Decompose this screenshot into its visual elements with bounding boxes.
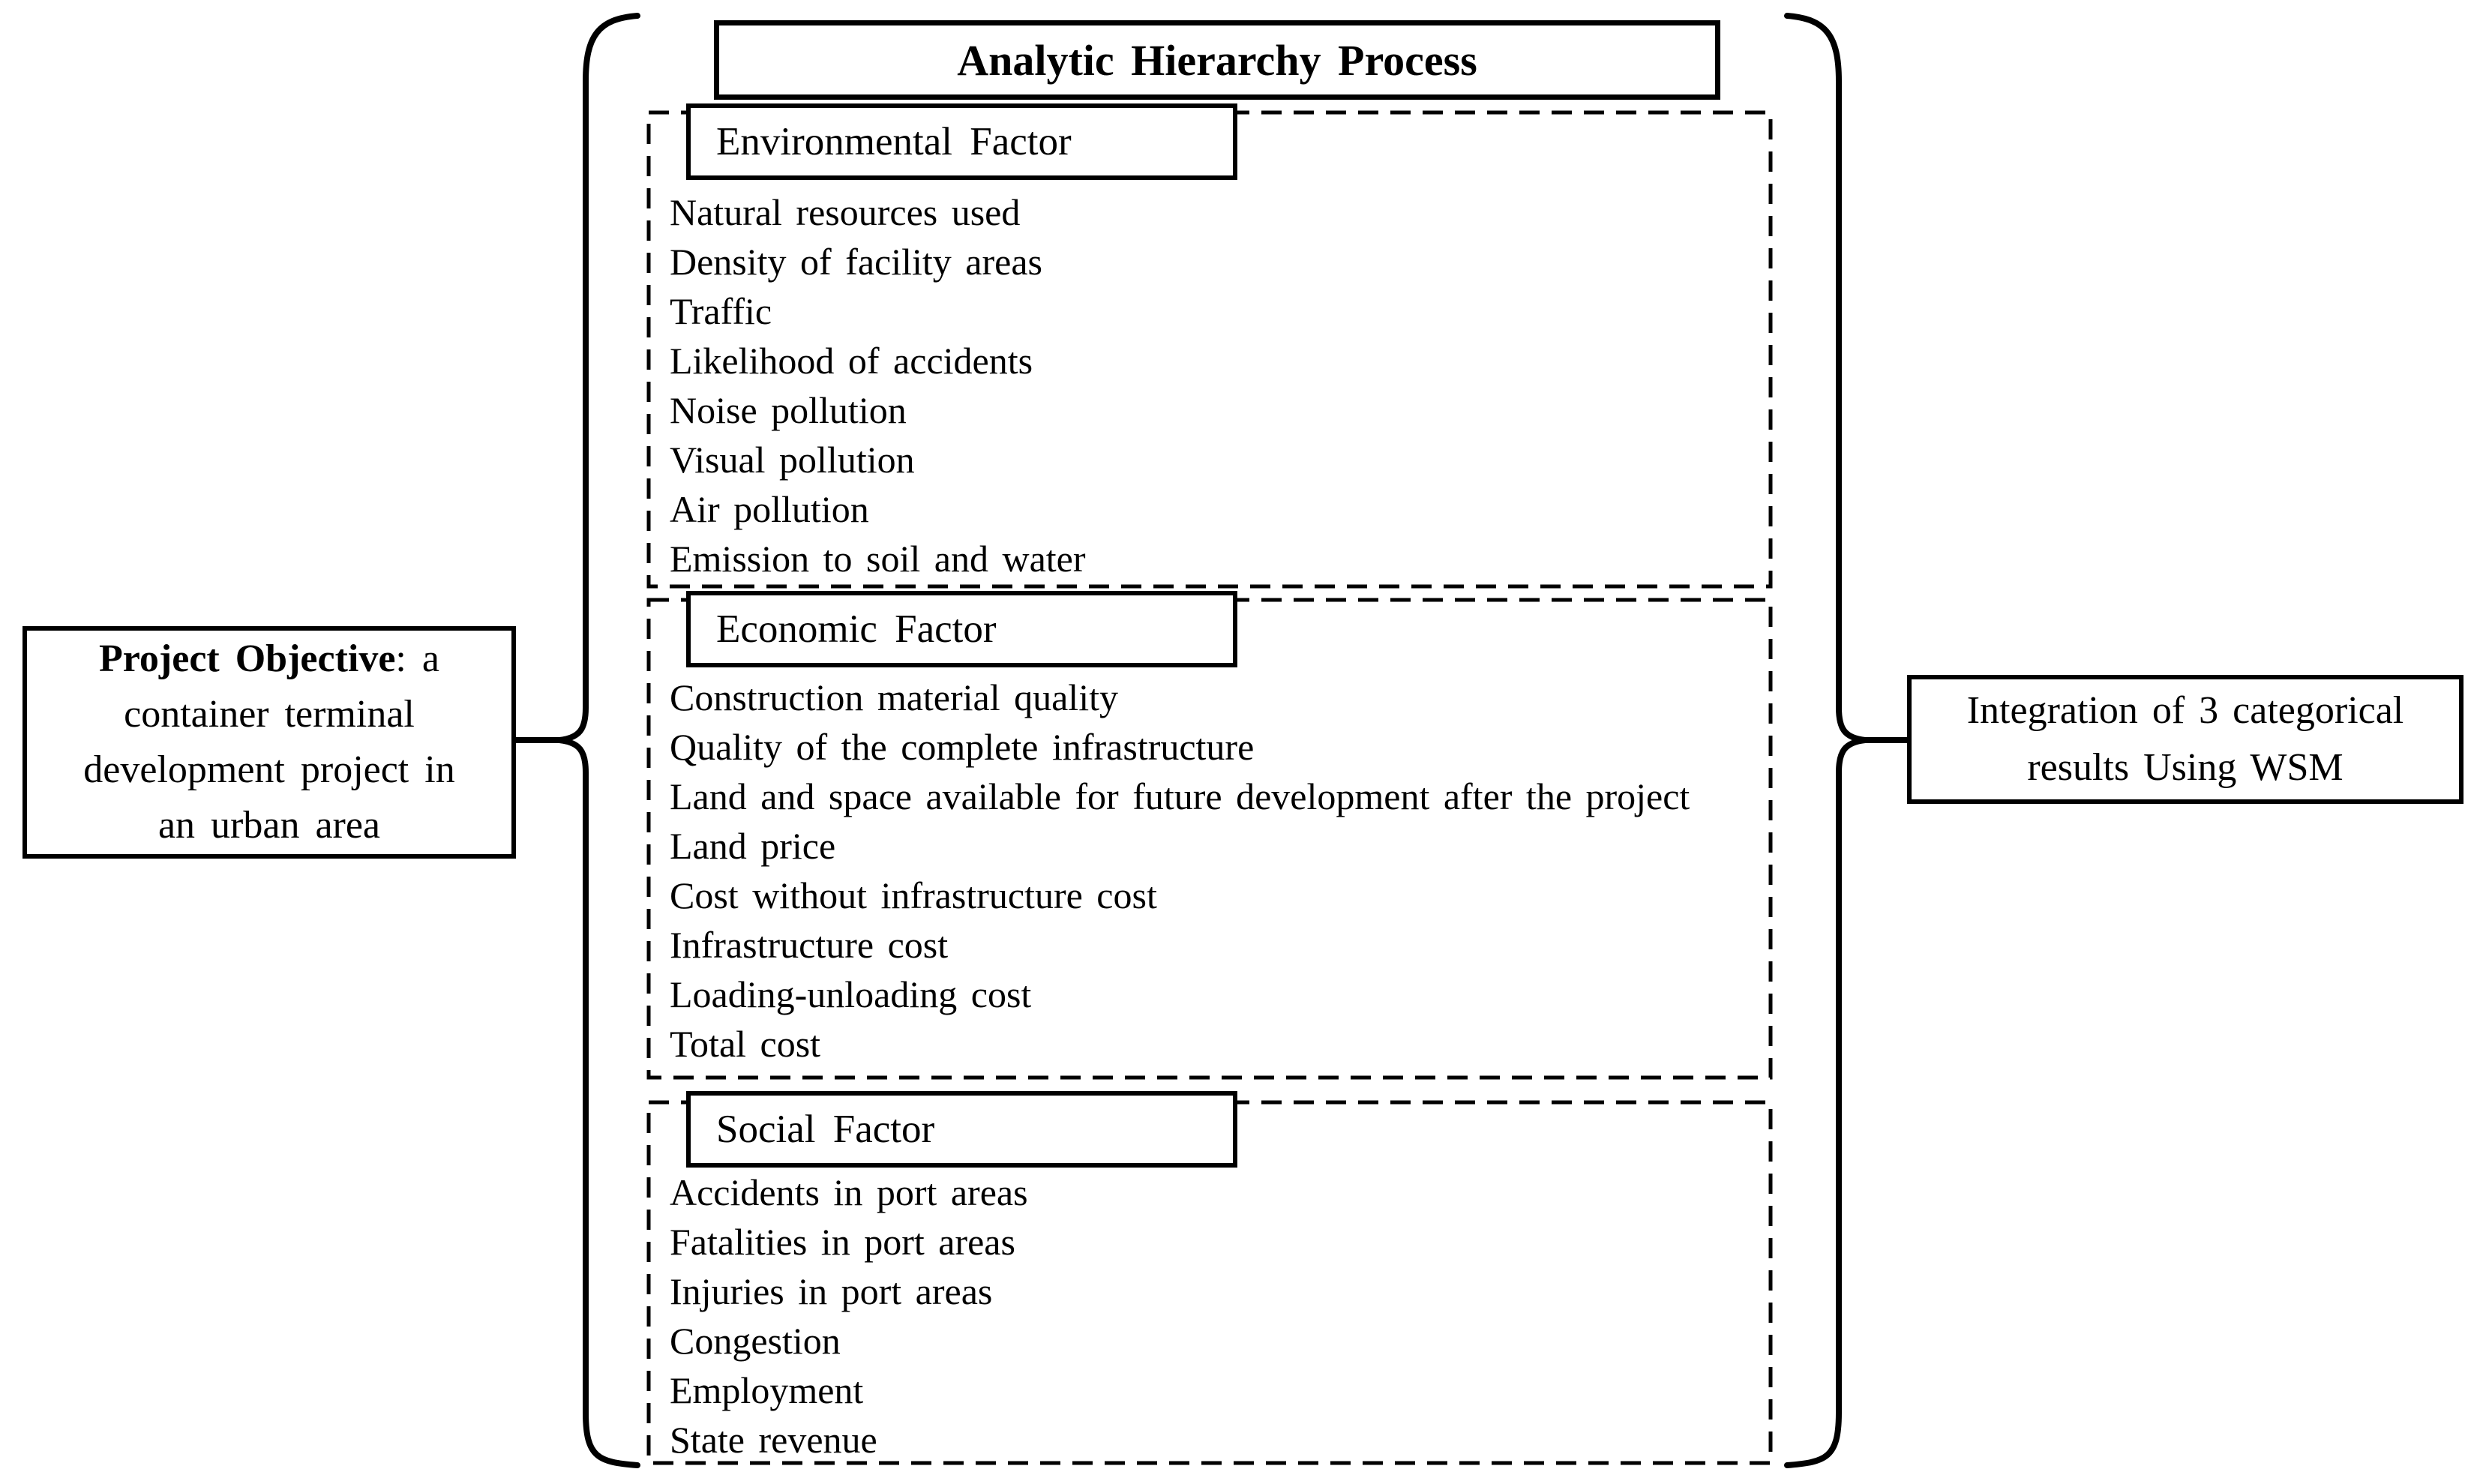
criterion-item: Visual pollution (670, 439, 915, 481)
social-factor-label: Social Factor (716, 1108, 935, 1151)
right-brace (1784, 13, 1866, 1468)
integration-line-1: Integration of 3 categorical (1966, 689, 2404, 732)
environmental-factor-label: Environmental Factor (716, 120, 1072, 163)
economic-factor-box: Economic Factor (686, 591, 1237, 667)
left-brace (559, 13, 640, 1468)
integration-line-2: results Using WSM (2027, 746, 2344, 789)
criterion-item: Natural resources used (670, 191, 1021, 233)
criterion-item: Cost without infrastructure cost (670, 874, 1157, 916)
criterion-item: Infrastructure cost (670, 924, 949, 966)
objective-line-2: container terminal (124, 693, 415, 736)
criterion-item: State revenue (670, 1419, 877, 1461)
ahp-title: Analytic Hierarchy Process (957, 35, 1477, 85)
objective-line-3: development project in (83, 748, 455, 791)
integration-box: Integration of 3 categorical results Usi… (1907, 675, 2464, 804)
ahp-title-box: Analytic Hierarchy Process (714, 20, 1720, 100)
criterion-item: Quality of the complete infrastructure (670, 726, 1255, 768)
criterion-item: Land price (670, 825, 836, 867)
criterion-item: Emission to soil and water (670, 538, 1086, 580)
objective-line-4: an urban area (157, 804, 381, 847)
criterion-item: Likelihood of accidents (670, 340, 1033, 382)
criterion-item: Congestion (670, 1320, 841, 1362)
environmental-factor-box: Environmental Factor (686, 103, 1237, 180)
criterion-item: Total cost (670, 1023, 821, 1065)
objective-label-bold: Project Objective (99, 637, 396, 680)
criterion-item: Loading-unloading cost (670, 973, 1032, 1015)
objective-line-1: Project Objective: a (99, 631, 439, 687)
criterion-item: Air pollution (670, 488, 869, 530)
social-factor-box: Social Factor (686, 1091, 1237, 1168)
criterion-item: Noise pollution (670, 389, 907, 431)
criterion-item: Traffic (670, 290, 772, 332)
criterion-item: Injuries in port areas (670, 1270, 993, 1312)
economic-factor-label: Economic Factor (716, 607, 997, 651)
criterion-item: Employment (670, 1369, 864, 1411)
criterion-item: Density of facility areas (670, 241, 1042, 283)
criterion-item: Accidents in port areas (670, 1171, 1028, 1213)
criterion-item: Construction material quality (670, 676, 1118, 718)
project-objective-box: Project Objective: a container terminal … (22, 626, 516, 859)
objective-line-1-rest: : a (395, 637, 439, 680)
criterion-item: Land and space available for future deve… (670, 775, 1690, 817)
criterion-item: Fatalities in port areas (670, 1221, 1015, 1263)
